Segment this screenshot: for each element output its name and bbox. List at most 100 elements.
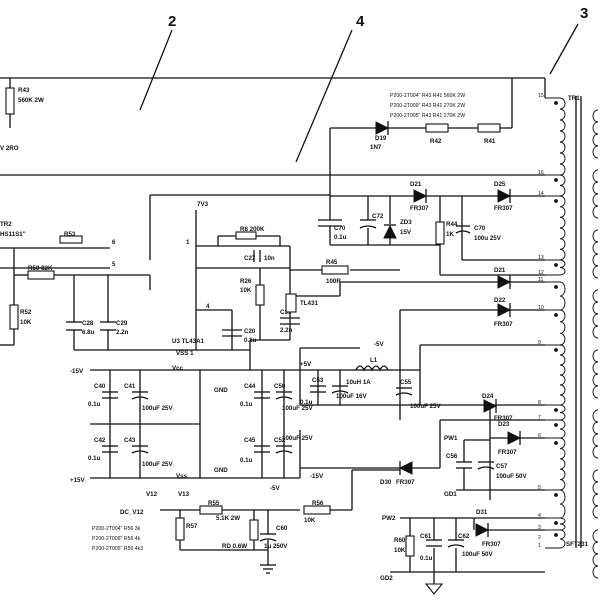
capacitor-c31 — [280, 317, 300, 325]
winding-coil — [545, 529, 566, 549]
v-fragment-label: V 2RO — [0, 145, 19, 152]
winding-coil — [545, 309, 566, 346]
zd3-value: 15V — [400, 229, 412, 236]
c43-value: 100uF 25V — [142, 461, 173, 468]
capacitor-c45 — [254, 445, 270, 453]
resistor-r60 — [405, 535, 415, 557]
capacitor-c61 — [426, 539, 442, 547]
callout-2-leader — [139, 29, 173, 111]
c41-label: C41 — [124, 383, 136, 390]
c42-value: 0.1u — [88, 455, 101, 462]
polarity-dot — [554, 199, 558, 203]
pw2-wires — [390, 517, 545, 584]
capacitor-c70b — [455, 225, 471, 234]
pin-6-label: 6 — [112, 239, 116, 246]
r60-label: R60 — [394, 537, 406, 544]
capacitor-c62 — [447, 539, 465, 548]
c20-label: C20 — [244, 328, 256, 335]
capacitor-c60 — [259, 533, 277, 542]
c70b-value: 100u 25V — [474, 235, 502, 242]
gnd-label-1: GND — [214, 387, 228, 394]
r-left-label: R50 82K — [28, 265, 53, 272]
polarity-dot — [554, 493, 558, 497]
l1-value: 10uH 1A — [346, 379, 371, 386]
c60-label: C60 — [276, 525, 288, 532]
polarity-dot — [554, 521, 558, 525]
winding-coil — [545, 517, 566, 531]
c61-value: 0.1u — [420, 555, 433, 562]
winding-coil — [545, 259, 566, 276]
secondary-coil — [592, 289, 599, 339]
polarity-dot — [554, 313, 558, 317]
c51-value: 0.1u — [240, 457, 253, 464]
transformer-pin-number: 6 — [538, 433, 541, 439]
capacitor-c20 — [222, 329, 242, 337]
resistor-r43 — [5, 78, 15, 128]
d21-type: FR307 — [410, 205, 429, 212]
l1-label: L1 — [370, 357, 378, 364]
pin-4-label: 4 — [206, 303, 210, 310]
d19-chain — [329, 78, 513, 220]
note-r56-2: P200-2T009" R56 4k — [92, 536, 141, 542]
transformer-pin-number: 7 — [538, 415, 541, 421]
vss-label: Vss — [176, 473, 188, 480]
transformer-pin-number: 2 — [538, 535, 541, 541]
capacitor-c55 — [395, 387, 413, 396]
c54-value: 100uF 16V — [336, 393, 367, 400]
resistor-r44 — [435, 221, 445, 245]
d22-label: D22 — [494, 297, 506, 304]
c27-label: C27 — [244, 255, 256, 262]
diode-d23 — [489, 406, 545, 500]
vcc-label: Vcc — [172, 365, 184, 372]
d25-type: FR307 — [494, 205, 513, 212]
resistor-r26 — [255, 284, 265, 306]
zener-zd3 — [383, 196, 397, 245]
winding-coil — [545, 419, 566, 439]
d24-type: FR307 — [494, 415, 513, 422]
c50-value: 100uF 25V — [282, 405, 313, 412]
c50-label: C50 — [274, 383, 286, 390]
capacitor-c50 — [275, 391, 293, 400]
pin-1-label: 1 — [186, 239, 190, 246]
feedback-wires — [149, 194, 406, 350]
note-r56-3: P200-2T005" R56 4k3 — [92, 546, 143, 552]
c40-label: C40 — [94, 383, 106, 390]
c52-label: C52 — [274, 437, 286, 444]
diode-d25 — [497, 189, 512, 203]
c53-value: 0.1u — [300, 399, 313, 406]
d21b-type: FR307 — [494, 321, 513, 328]
winding-coil — [545, 174, 566, 197]
transformer-pin-number: 10 — [538, 305, 544, 311]
diode-d21b — [406, 275, 545, 289]
resistor-r53 — [59, 235, 83, 244]
c72-label: C72 — [372, 213, 384, 220]
transformer-pin-number: 12 — [538, 270, 544, 276]
secondary-coil — [592, 409, 599, 459]
polarity-dot — [554, 101, 558, 105]
plus5-label: +5V — [300, 361, 312, 368]
capacitor-c44 — [254, 391, 270, 399]
resistor-r55 — [199, 505, 223, 515]
r41-label: R41 — [484, 138, 496, 145]
winding-coil — [545, 437, 566, 491]
r43-label: R43 — [18, 87, 30, 94]
ground-triangle — [424, 583, 444, 595]
top-rail — [0, 77, 546, 346]
resistor-r56 — [303, 505, 331, 515]
note-r56-1: P200-2T004" R56 3k — [92, 526, 141, 532]
r43-value: 560K 2W — [18, 97, 44, 104]
r56-value: 10K — [304, 517, 316, 524]
c60-value: 1u 250V — [264, 543, 288, 550]
bottom-wires — [160, 469, 400, 565]
gnd-label-2: GND — [214, 467, 228, 474]
capacitor-c41 — [131, 391, 149, 400]
transformer-pin-number: 8 — [538, 400, 541, 406]
capacitor-c42 — [102, 445, 118, 453]
callout-4: 4 — [356, 13, 365, 30]
c57-label: C57 — [496, 463, 508, 470]
tr2-label: TR2 — [0, 221, 12, 228]
pin-v-label: 7V3 — [197, 201, 209, 208]
c20-value: 0.1u — [244, 337, 257, 344]
zd3-label: ZD3 — [400, 219, 412, 226]
pw1-label: PW1 — [444, 435, 458, 442]
